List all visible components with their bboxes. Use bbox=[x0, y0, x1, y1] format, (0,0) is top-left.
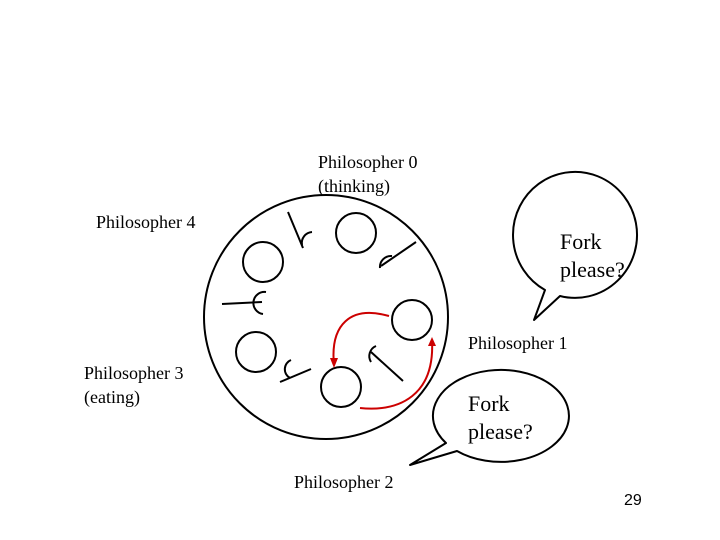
fork-4-3 bbox=[221, 290, 267, 315]
arrow-philosopher1-to-philosopher2 bbox=[332, 312, 390, 366]
philosopher-4-name: Philosopher 4 bbox=[96, 212, 196, 232]
arrowhead-up bbox=[428, 337, 436, 346]
fork-2-1 bbox=[368, 345, 404, 382]
table-circle bbox=[203, 194, 449, 440]
speech-bubble-lower-line2: please? bbox=[468, 419, 533, 444]
philosopher-3-name: Philosopher 3 bbox=[84, 363, 184, 383]
philosopher-1-plate bbox=[391, 299, 433, 341]
philosopher-0-plate bbox=[335, 212, 377, 254]
arrowheads bbox=[330, 337, 436, 368]
philosopher-2-plate bbox=[320, 366, 362, 408]
philosopher-0-name: Philosopher 0 bbox=[318, 152, 418, 172]
speech-bubble-lower bbox=[409, 368, 570, 466]
philosopher-3-state: (eating) bbox=[84, 387, 140, 407]
fork-0-4 bbox=[287, 211, 313, 249]
speech-bubble-upper-line2: please? bbox=[560, 257, 625, 282]
request-arrows bbox=[332, 312, 434, 410]
speech-bubble-upper-line1: Fork bbox=[560, 229, 602, 254]
speech-bubble-upper bbox=[512, 170, 638, 321]
speech-bubble-lower-line1: Fork bbox=[468, 391, 510, 416]
philosopher-3-plate bbox=[235, 331, 277, 373]
philosopher-2-name: Philosopher 2 bbox=[294, 472, 394, 492]
philosopher-1-name: Philosopher 1 bbox=[468, 332, 568, 354]
fork-3-2 bbox=[279, 359, 312, 383]
arrow-philosopher2-to-philosopher1 bbox=[359, 339, 434, 410]
page-number: 29 bbox=[624, 492, 642, 509]
philosopher-0-state: (thinking) bbox=[318, 176, 390, 196]
arrowhead-down bbox=[330, 358, 338, 368]
philosopher-4-plate bbox=[242, 241, 284, 283]
fork-0-1 bbox=[378, 241, 417, 269]
